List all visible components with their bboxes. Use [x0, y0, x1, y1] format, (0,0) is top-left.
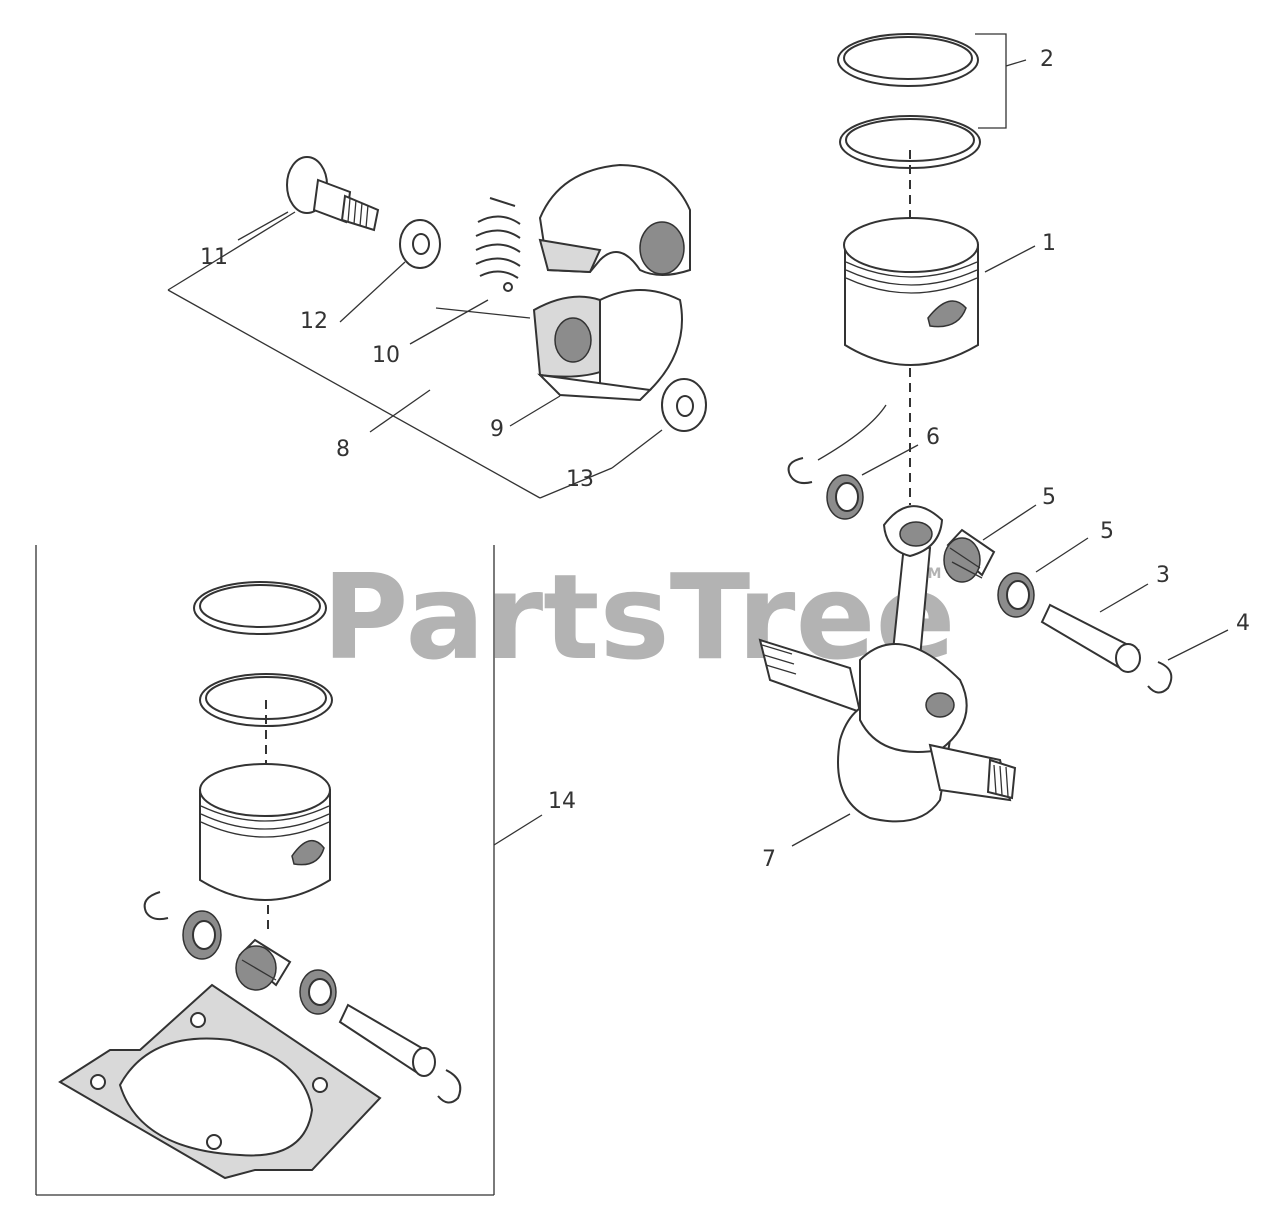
clutch-shoe-lower: [532, 289, 683, 402]
crankshaft: [758, 638, 1017, 823]
piston-ring-bottom: [839, 115, 981, 169]
callout-label-9: 9: [490, 417, 504, 442]
piston: [843, 217, 979, 366]
kit-thrust-washer-right: [299, 969, 337, 1015]
kit-piston: [199, 763, 331, 901]
callout-label-5b: 5: [1100, 519, 1114, 544]
callout-label-4: 4: [1236, 611, 1250, 636]
callout-label-3: 3: [1156, 563, 1170, 588]
piston-ring-top: [837, 33, 979, 87]
kit-piston-ring-top: [193, 581, 327, 635]
washer-12: [399, 219, 441, 269]
thrust-washer-right: [997, 572, 1035, 618]
callout-label-13: 13: [566, 467, 594, 492]
kit-needle-bearing: [235, 938, 292, 991]
callout-label-12: 12: [300, 309, 328, 334]
callout-label-6: 6: [926, 425, 940, 450]
kit-thrust-washer-left: [182, 910, 222, 960]
clutch-shoe-upper: [538, 163, 691, 276]
callout-label-14: 14: [548, 789, 576, 814]
callout-label-1: 1: [1042, 231, 1056, 256]
washer-13: [661, 378, 707, 432]
callout-label-5a: 5: [1042, 485, 1056, 510]
shoulder-bolt: [286, 156, 380, 232]
thrust-washer-left: [826, 474, 864, 520]
clutch-spring: [475, 197, 521, 292]
piston-pin: [1040, 603, 1141, 673]
kit-box: [35, 545, 495, 1196]
kit-base-gasket: [58, 983, 382, 1180]
kit-circlip-left: [143, 891, 169, 921]
circlip-left: [787, 457, 813, 485]
circlip-right: [1147, 661, 1173, 694]
needle-bearing: [943, 528, 996, 583]
kit-piston-pin: [338, 1003, 436, 1077]
callout-label-7: 7: [762, 847, 776, 872]
callout-label-8: 8: [336, 437, 350, 462]
kit-circlip-right: [437, 1069, 462, 1104]
callout-label-10: 10: [372, 343, 400, 368]
callout-label-2: 2: [1040, 47, 1054, 72]
callout-label-11: 11: [200, 245, 228, 270]
watermark: PartsTree: [322, 548, 956, 686]
